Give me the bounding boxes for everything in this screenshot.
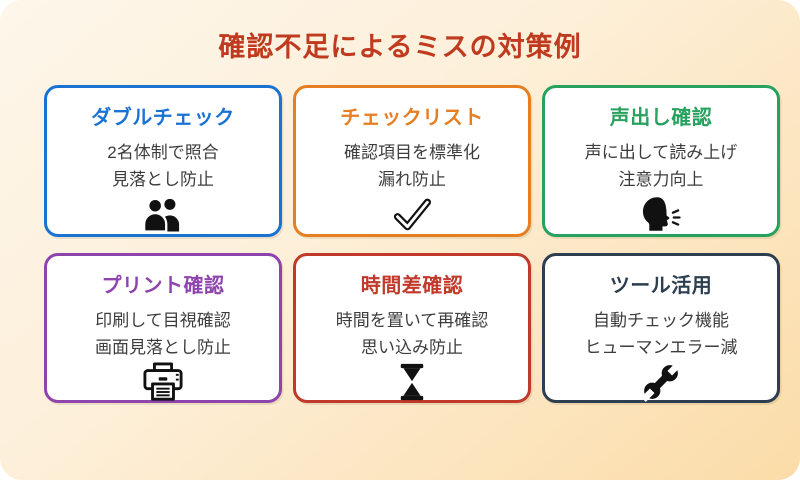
card-tool-use: ツール活用 自動チェック機能 ヒューマンエラー減	[542, 253, 780, 403]
card-title: 声出し確認	[609, 107, 713, 129]
wrench-icon	[640, 362, 682, 403]
users-icon	[140, 195, 186, 233]
card-title: チェックリスト	[340, 107, 484, 129]
card-description: 自動チェック機能 ヒューマンエラー減	[585, 307, 738, 361]
card-time-lag-check: 時間差確認 時間を置いて再確認 思い込み防止	[293, 253, 531, 403]
card-line: 印刷して目視確認	[95, 311, 231, 330]
checkmark-icon	[389, 195, 435, 233]
card-line: ヒューマンエラー減	[584, 338, 738, 358]
card-line: 画面見落とし防止	[95, 338, 231, 358]
card-line: 見落とし防止	[112, 170, 214, 190]
card-voice-check: 声出し確認 声に出して読み上げ 注意力向上	[542, 85, 780, 237]
card-line: 漏れ防止	[378, 170, 446, 190]
card-title: 時間差確認	[360, 275, 464, 297]
cards-grid: ダブルチェック 2名体制で照合 見落とし防止 チェックリスト	[44, 85, 800, 403]
card-description: 確認項目を標準化 漏れ防止	[344, 139, 480, 193]
card-line: 注意力向上	[618, 170, 704, 190]
card-title: ツール活用	[609, 275, 713, 297]
printer-icon	[140, 362, 186, 401]
card-print-check: プリント確認 印刷して目視確認 画面見落とし防止	[44, 253, 282, 403]
card-line: 確認項目を標準化	[344, 143, 480, 162]
card-line: 思い込み防止	[361, 338, 463, 358]
card-checklist: チェックリスト 確認項目を標準化 漏れ防止	[293, 85, 531, 237]
card-title: プリント確認	[101, 275, 225, 297]
card-line: 声に出して読み上げ	[584, 143, 738, 162]
card-description: 印刷して目視確認 画面見落とし防止	[95, 307, 231, 361]
card-line: 自動チェック機能	[593, 311, 729, 330]
card-double-check: ダブルチェック 2名体制で照合 見落とし防止	[44, 85, 282, 237]
card-line: 時間を置いて再確認	[335, 311, 489, 330]
card-description: 時間を置いて再確認 思い込み防止	[336, 307, 489, 361]
page-title: 確認不足によるミスの対策例	[218, 32, 582, 62]
card-description: 声に出して読み上げ 注意力向上	[585, 139, 738, 193]
card-title: ダブルチェック	[91, 107, 235, 129]
card-line: 2名体制で照合	[107, 143, 219, 162]
card-description: 2名体制で照合 見落とし防止	[107, 139, 218, 193]
hourglass-icon	[397, 363, 427, 401]
speaking-head-icon	[639, 195, 683, 233]
